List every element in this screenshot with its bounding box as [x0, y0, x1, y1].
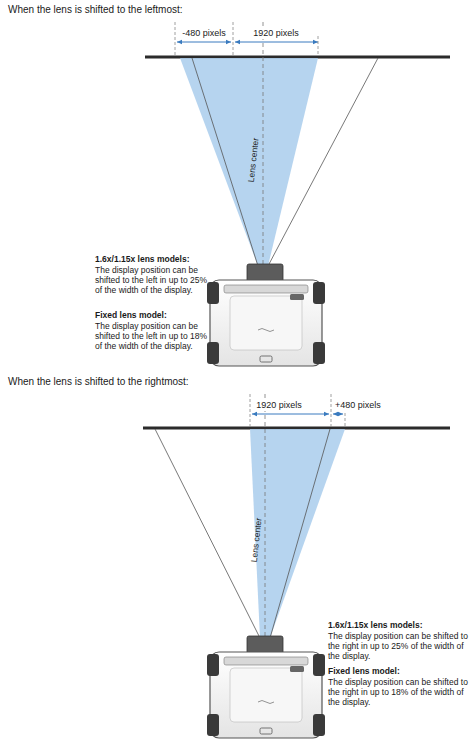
- note-text: The display position can be shifted to t…: [328, 631, 468, 661]
- lens-center-line: [263, 22, 264, 266]
- dimension-label: +480 pixels: [334, 400, 382, 411]
- projector-body: [207, 652, 325, 738]
- dimension-arrow: [333, 414, 343, 415]
- lens: [247, 264, 283, 282]
- marker-line: [318, 36, 319, 56]
- marker-line: [345, 408, 346, 427]
- marker-line: [250, 394, 251, 427]
- light-beam: [180, 58, 318, 266]
- model-heading: 1.6x/1.15x lens models:: [95, 254, 207, 264]
- note-text: The display position can be shifted to t…: [328, 677, 468, 707]
- dimension-arrow: [252, 414, 329, 415]
- note-text: The display position can be shifted to t…: [95, 321, 207, 351]
- marker-line: [331, 394, 332, 427]
- dimension-label: -480 pixels: [181, 28, 227, 39]
- model-heading: Fixed lens model:: [328, 666, 468, 676]
- dimension-arrow: [235, 42, 318, 43]
- lens: [247, 636, 283, 654]
- dimension-label: 1920 pixels: [255, 400, 303, 411]
- marker-line: [175, 22, 176, 56]
- lens-center-label: Lens center: [249, 517, 264, 562]
- section-heading: When the lens is shifted to the rightmos…: [8, 376, 308, 388]
- beam-edge: [155, 429, 260, 638]
- model-heading: Fixed lens model:: [95, 310, 207, 320]
- section-heading: When the lens is shifted to the leftmost…: [8, 4, 308, 16]
- beam-edge: [270, 429, 330, 638]
- projector-body: [207, 280, 325, 366]
- lens-center-label: Lens center: [246, 137, 261, 182]
- model-heading: 1.6x/1.15x lens models:: [328, 620, 468, 630]
- dimension-arrow: [177, 42, 231, 43]
- marker-line: [233, 22, 234, 56]
- lens-center-line: [265, 394, 266, 638]
- beam-edge: [268, 58, 378, 266]
- dimension-label: 1920 pixels: [252, 28, 300, 39]
- light-beam: [250, 429, 345, 638]
- note-text: The display position can be shifted to t…: [95, 265, 207, 295]
